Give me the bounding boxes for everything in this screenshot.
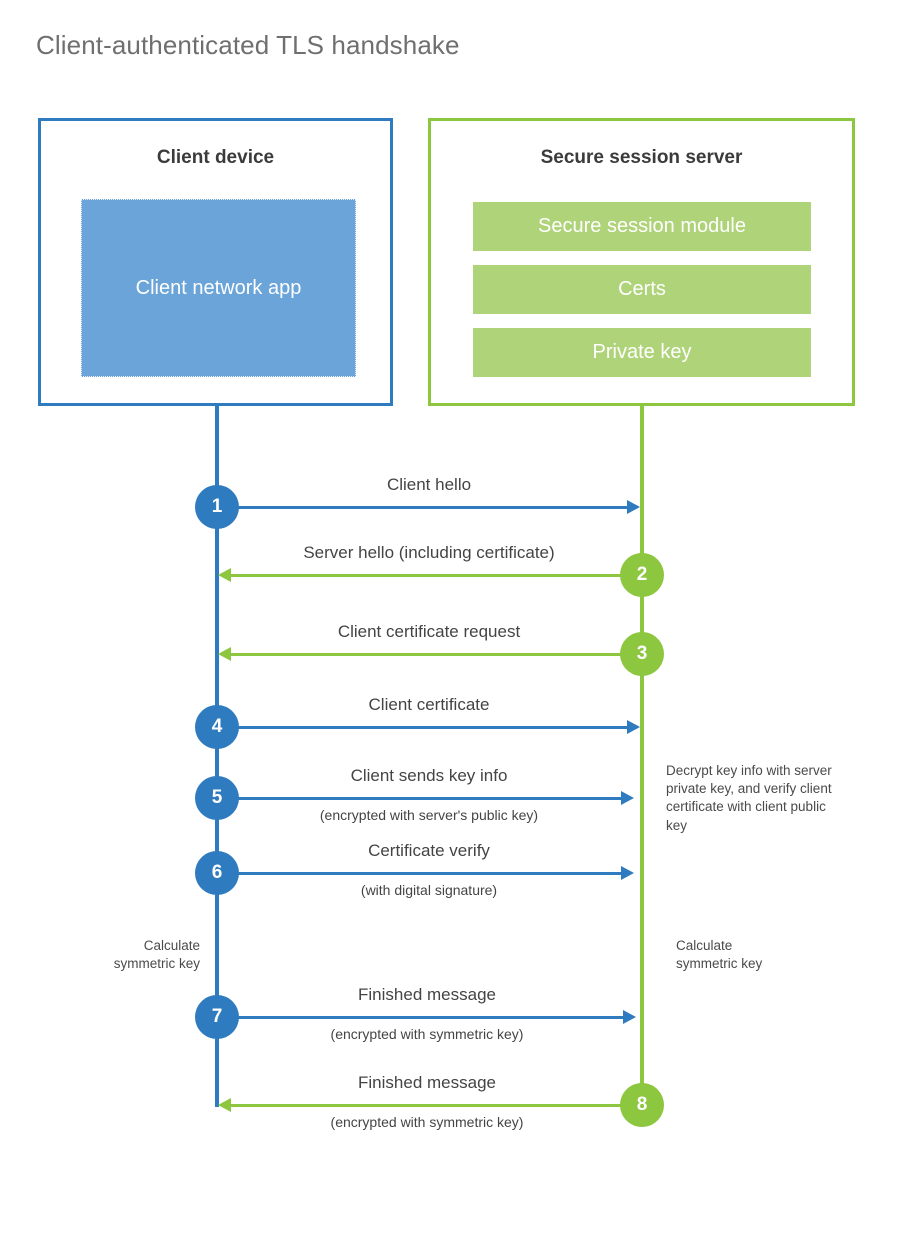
message-2-arrowhead: [218, 568, 231, 582]
message-8-arrowhead: [218, 1098, 231, 1112]
message-7-label: Finished message: [358, 985, 496, 1004]
client-device-box: Client device Client network app: [38, 118, 393, 406]
message-3-label: Client certificate request: [337, 622, 521, 641]
message-8-line: [231, 1104, 642, 1107]
message-5-line: [217, 797, 621, 800]
step-badge-1: 1: [195, 485, 239, 529]
message-6-label: Certificate verify: [368, 841, 490, 860]
secure-session-server-box: Secure session server Secure session mod…: [428, 118, 855, 406]
page-title: Client-authenticated TLS handshake: [36, 30, 460, 60]
message-4-label: Client certificate: [368, 695, 490, 714]
server-module-secure-session-module: Secure session module: [473, 202, 811, 251]
message-7-arrowhead: [623, 1010, 636, 1024]
secure-session-server-title: Secure session server: [540, 147, 743, 168]
message-1-line: [217, 506, 627, 509]
message-8-sublabel: (encrypted with symmetric key): [330, 1114, 524, 1130]
message-6-line: [217, 872, 621, 875]
step-badge-8: 8: [620, 1083, 664, 1127]
server-calculate-symmetric-key-note: Calculate symmetric key: [676, 938, 763, 972]
message-6-sublabel: (with digital signature): [360, 882, 498, 898]
message-2-label: Server hello (including certificate): [303, 543, 555, 562]
server-module-private-key: Private key: [473, 328, 811, 377]
step-badge-5: 5: [195, 776, 239, 820]
message-5-arrowhead: [621, 791, 634, 805]
server-module-certs: Certs: [473, 265, 811, 314]
client-device-title: Client device: [156, 147, 275, 168]
server-lifeline: [640, 403, 644, 1105]
message-5-sublabel: (encrypted with server's public key): [319, 807, 539, 823]
message-1-label: Client hello: [386, 475, 472, 494]
client-network-app-block: Client network app: [81, 199, 356, 377]
step-badge-4: 4: [195, 705, 239, 749]
server-decrypt-note: Decrypt key info with server private key…: [666, 763, 832, 833]
message-3-arrowhead: [218, 647, 231, 661]
message-8-label: Finished message: [358, 1073, 496, 1092]
step-badge-6: 6: [195, 851, 239, 895]
message-6-arrowhead: [621, 866, 634, 880]
message-1-arrowhead: [627, 500, 640, 514]
message-7-sublabel: (encrypted with symmetric key): [330, 1026, 524, 1042]
message-3-line: [231, 653, 642, 656]
message-2-line: [231, 574, 642, 577]
message-4-arrowhead: [627, 720, 640, 734]
message-4-line: [217, 726, 627, 729]
client-calculate-symmetric-key-note: Calculate symmetric key: [113, 938, 200, 972]
step-badge-3: 3: [620, 632, 664, 676]
client-lifeline: [215, 403, 219, 1107]
message-5-label: Client sends key info: [350, 766, 508, 785]
step-badge-7: 7: [195, 995, 239, 1039]
step-badge-2: 2: [620, 553, 664, 597]
message-7-line: [217, 1016, 623, 1019]
